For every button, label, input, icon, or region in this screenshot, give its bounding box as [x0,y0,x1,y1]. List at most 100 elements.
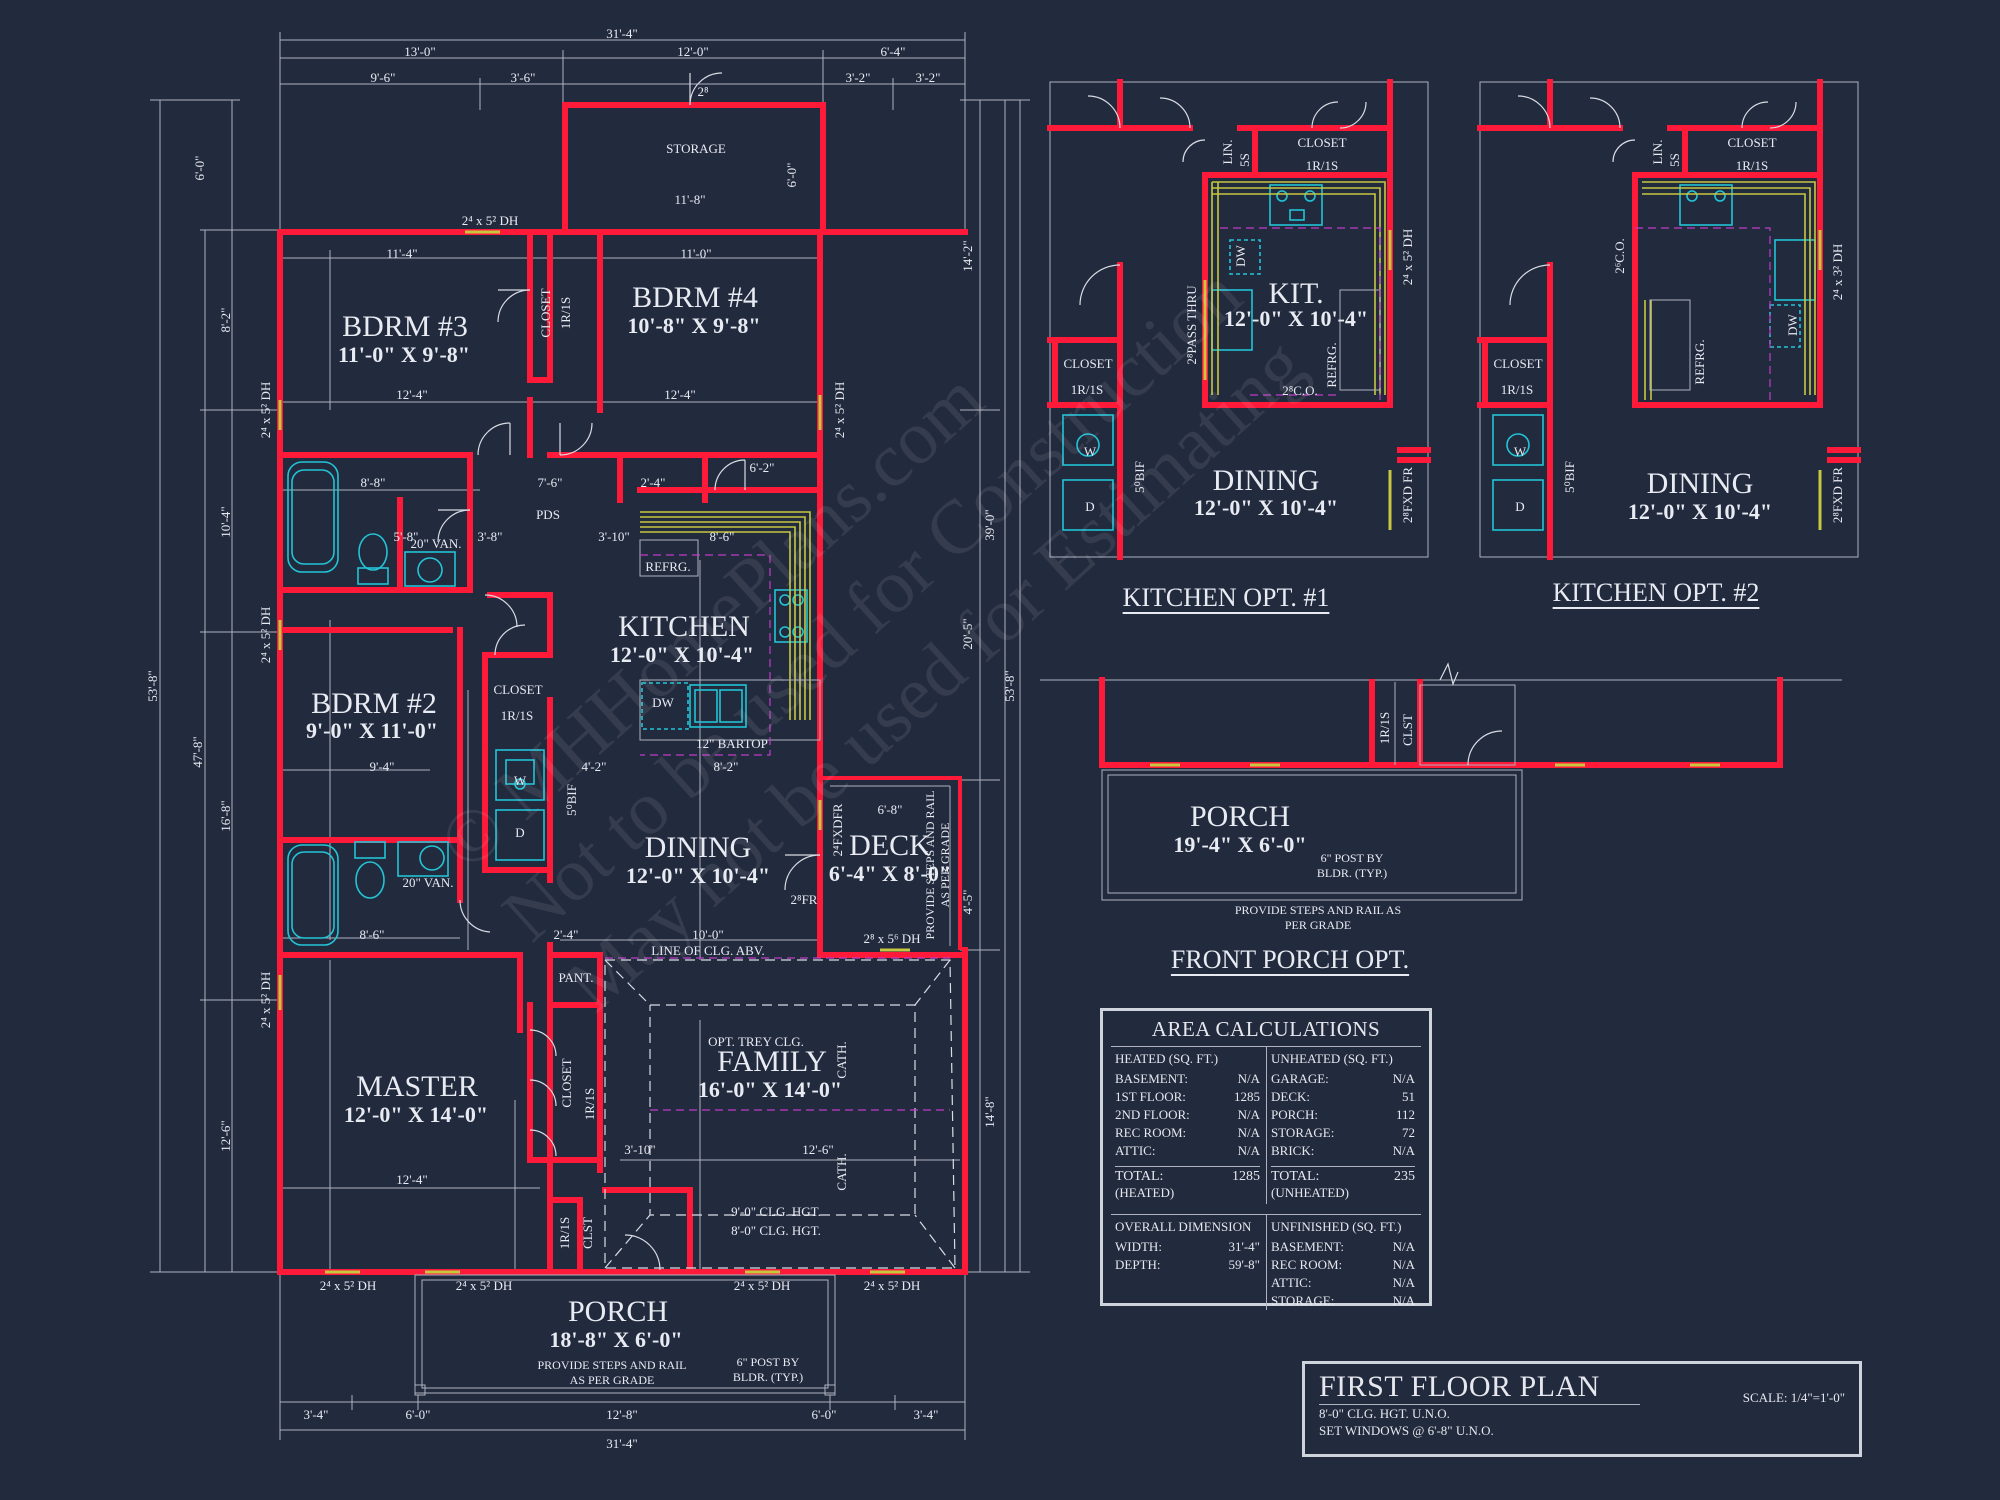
dim-top-3: 6'-4" [880,44,906,59]
room-name-bdrm3: BDRM #3 [342,310,468,343]
opt1-closet-label: CLOSET [1297,135,1347,150]
opt2-bif-label: 5⁰BIF [1562,461,1577,493]
opt2-ss-label: 5S [1667,153,1682,167]
closet-label-1: CLOSET [538,288,553,338]
total-label: TOTAL: [1271,1169,1320,1184]
opt2-fxd-label: 2⁸FXD FR [1830,466,1845,524]
opt1-rs-label: 1R/1S [1305,158,1339,173]
dim-right-outer-2: 53'-8" [1002,670,1017,702]
row-label: BASEMENT: [1271,1239,1345,1254]
row-label: STORAGE: [1271,1293,1335,1308]
int-dim-11: 9'-4" [369,759,395,774]
room-name-family: FAMILY [717,1045,827,1078]
refrg-label: REFRG. [645,559,691,574]
room-name-dining: DINING [644,831,752,864]
room-size-family: 16'-0" X 14'-0" [697,1077,843,1102]
room-name-bdrm2: BDRM #2 [311,687,437,720]
clst-label: CLST [580,1217,595,1249]
fpo-rs-label: 1R/1S [1377,711,1392,745]
table-row: BASEMENT:N/A [1115,1070,1260,1088]
opt2-dining-label: DINING [1646,467,1754,500]
opt1-kit-size: 12'-0" X 10'-4" [1223,306,1369,331]
main-porch-outline [414,1274,836,1396]
pantry-label: PANT. [558,970,594,985]
vanity-label-2: 20" VAN. [402,875,454,890]
opt1-dh-label: 2⁴ x 5² DH [1400,228,1415,286]
int-dim-1: 11'-4" [386,246,418,261]
overall-heading: OVERALL DIMENSION [1115,1219,1252,1234]
int-dim-3: 12'-4" [396,387,428,402]
table-row: ATTIC:N/A [1271,1274,1415,1292]
window-label-bottom-4: 2⁴ x 5² DH [863,1278,921,1293]
opt2-lin-label: LIN. [1650,139,1665,165]
rod-shelf-label-2: 1R/1S [500,708,534,723]
row-value: N/A [1237,1071,1260,1086]
heated-total-row: TOTAL:1285 [1115,1166,1260,1185]
fpo-porch-name: PORCH [1189,800,1291,833]
dim-left-outer-1: 53'-8" [145,670,160,702]
int-dim-8: 3'-8" [477,529,503,544]
storage-label: STORAGE [666,141,726,156]
opt2-d-label: D [1515,499,1525,514]
main-plan-door-swings [437,72,821,1271]
row-label: ATTIC: [1271,1275,1312,1290]
opt2-co-label: 2⁶C.O. [1612,238,1627,274]
heated-heading: HEATED (SQ. FT.) [1115,1051,1219,1066]
opt2-closet-label: CLOSET [1727,135,1777,150]
room-size-porch: 18'-8" X 6'-0" [549,1327,683,1352]
table-row: STORAGE: N/A [1271,1292,1415,1310]
row-label: BRICK: [1271,1143,1315,1158]
row-label: 2ND FLOOR: [1115,1107,1190,1122]
row-value: 112 [1395,1107,1415,1122]
room-size-master: 12'-0" X 14'-0" [343,1102,489,1127]
dim-top-4: 9'-6" [370,70,396,85]
dim-right-3: 4'-5" [960,889,975,915]
storage-dim: 11'-8" [674,192,706,207]
heated-column: HEATED (SQ. FT.) BASEMENT:N/A 1ST FLOOR:… [1111,1047,1266,1204]
line-of-ceiling-label: LINE OF CLG. ABV. [651,943,765,958]
row-value: N/A [1392,1257,1415,1272]
row-value: N/A [1392,1293,1415,1308]
ceiling-height-2: 8'-0" CLG. HGT. [731,1223,821,1238]
family-trey-outline [604,957,956,1269]
unheated-heading: UNHEATED (SQ. FT.) [1271,1051,1393,1066]
row-value: N/A [1392,1239,1415,1254]
fpo-porch-size: 19'-4" X 6'-0" [1173,832,1307,857]
opt2-w-label: W [1513,444,1527,459]
int-dim-21: 2'-4" [640,475,666,490]
window-label-left-3: 2⁴ x 5² DH [258,971,273,1029]
drawing-title: FIRST FLOOR PLAN [1319,1370,1640,1405]
opt1-refrg-label: REFRG. [1324,342,1339,388]
row-label: GARAGE: [1271,1071,1329,1086]
dim-top-1: 13'-0" [404,44,436,59]
table-row: DECK:51 [1271,1088,1415,1106]
table-row: REC ROOM:N/A [1115,1124,1260,1142]
fpo-clst-label: CLST [1400,714,1415,746]
row-value: 59'-8" [1228,1257,1260,1272]
int-dim-14: 10'-0" [692,927,724,942]
room-name-bdrm4: BDRM #4 [632,281,758,314]
int-dim-13: 8'-2" [713,759,739,774]
right-dimension-lines [960,99,1030,1273]
dim-left-4: 16'-8" [218,800,233,832]
dryer-label: D [515,825,525,840]
int-dim-6: 7'-6" [537,475,563,490]
room-size-bdrm3: 11'-0" X 9'-8" [338,342,470,367]
window-label-bottom-3: 2⁴ x 5² DH [733,1278,791,1293]
row-label: PORCH: [1271,1107,1318,1122]
main-plan-windows [278,230,910,1274]
opt2-dh-label: 2⁴ x 3² DH [1830,243,1845,301]
ceiling-height-note: 8'-0" CLG. HGT. U.N.O. [1319,1406,1450,1421]
int-dim-4: 12'-4" [664,387,696,402]
cath-label-2: CATH. [834,1153,849,1191]
row-value: 72 [1402,1125,1415,1140]
opt1-dining-label: DINING [1212,464,1320,497]
opt2-dw-label: DW [1785,314,1800,336]
dim-bottom-3: 12'-8" [606,1407,638,1422]
opt1-bif-label: 5⁰BIF [1132,461,1147,493]
left-dimension-lines [150,99,280,1273]
int-dim-16: 8'-6" [709,529,735,544]
dim-left-1: 6'-0" [192,155,207,181]
total-value: 1285 [1232,1169,1260,1184]
int-dim-22: 2'-4" [553,927,579,942]
